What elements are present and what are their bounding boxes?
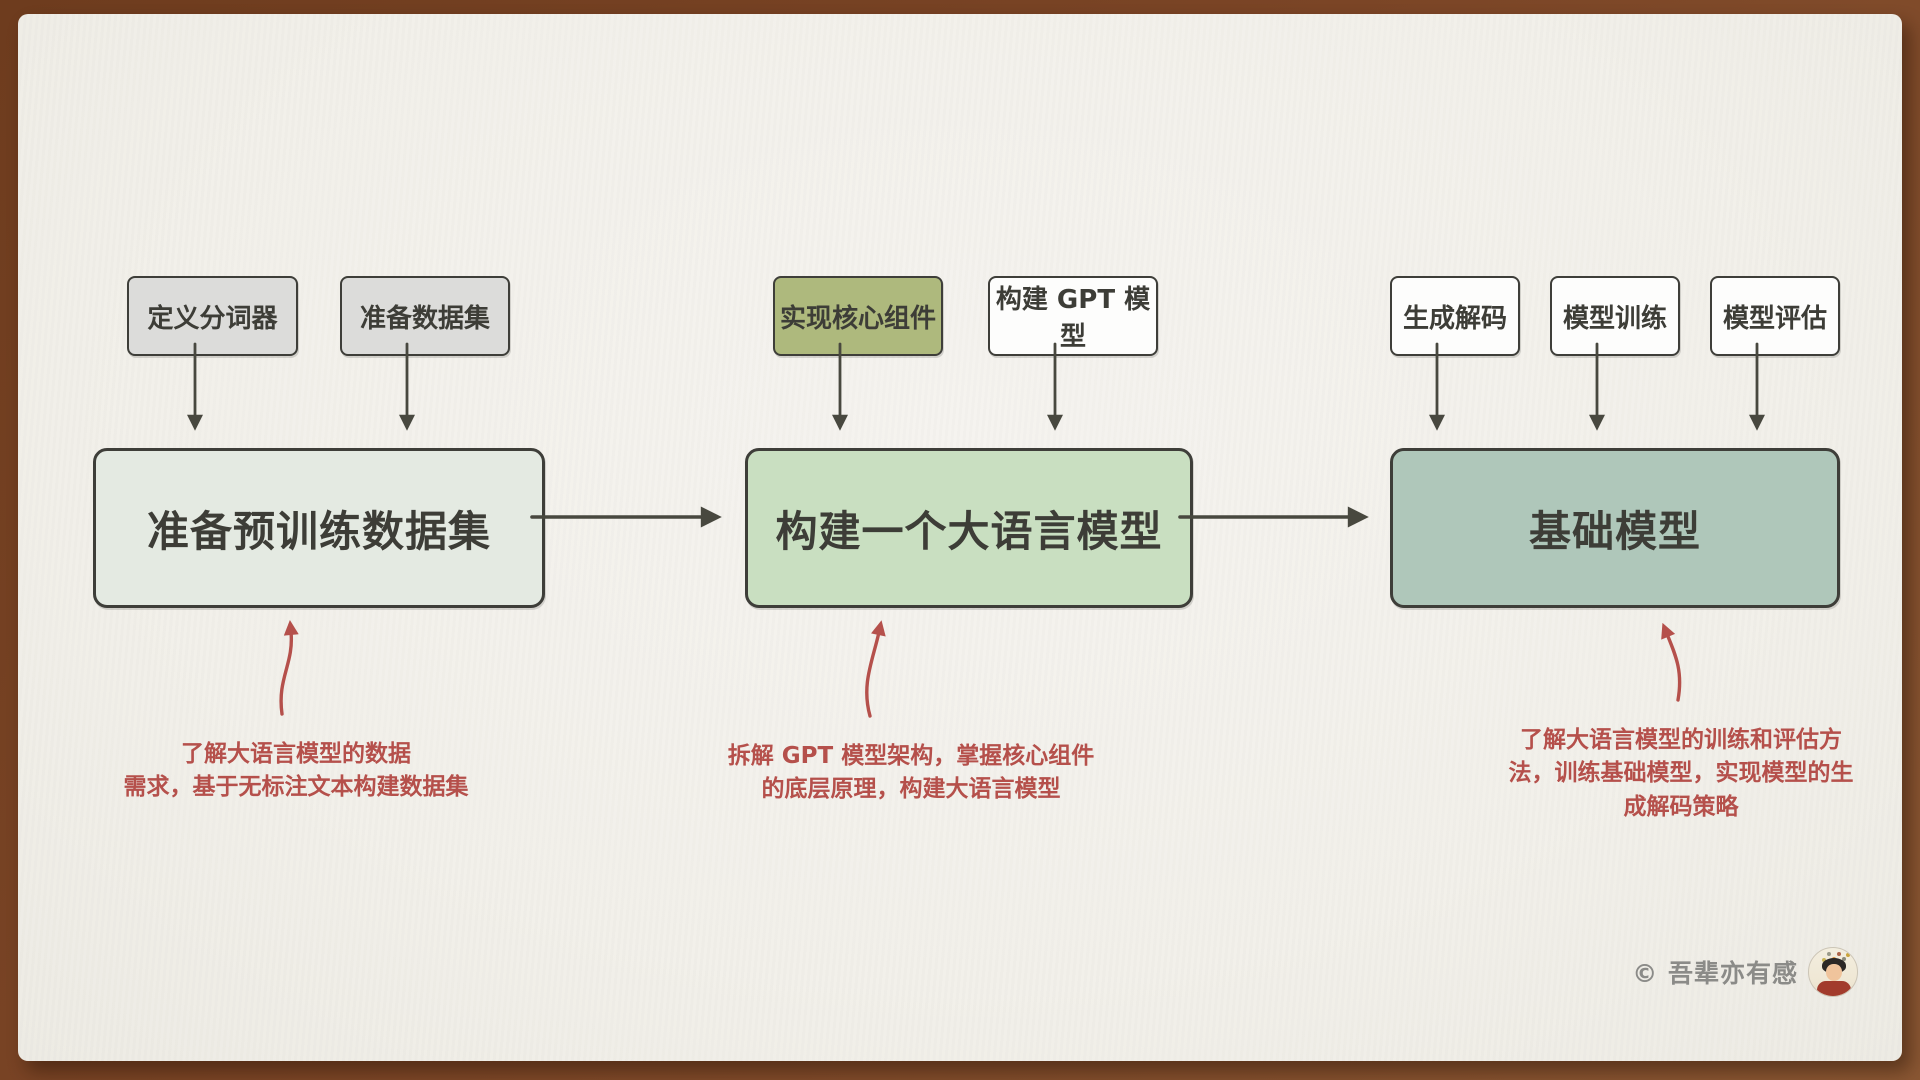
note-line: 成解码策略: [1623, 793, 1739, 820]
note-line: 拆解 GPT 模型架构，掌握核心组件: [727, 743, 1095, 769]
input-box-model-training: 模型训练: [1550, 276, 1680, 356]
note-line: 了解大语言模型的训练和评估方: [1520, 727, 1842, 753]
input-box-prepare-dataset: 准备数据集: [340, 276, 510, 356]
input-box-model-evaluation: 模型评估: [1710, 276, 1840, 356]
copyright-text: © 吾辈亦有感: [1632, 959, 1798, 988]
input-box-label: 构建 GPT 模型: [995, 285, 1151, 352]
note-stage3: 了解大语言模型的训练和评估方 法，训练基础模型，实现模型的生 成解码策略: [1451, 724, 1911, 824]
main-box-foundation-model: 基础模型: [1390, 448, 1840, 608]
note-line: 法，训练基础模型，实现模型的生: [1508, 760, 1854, 787]
note-stage1: 了解大语言模型的数据 需求，基于无标注文本构建数据集: [66, 738, 526, 805]
main-box-label: 构建一个大语言模型: [775, 506, 1163, 556]
main-box-pretraining-dataset: 准备预训练数据集: [93, 448, 545, 608]
paper-canvas: 定义分词器 准备数据集 实现核心组件 构建 GPT 模型 生成解码 模型训练 模…: [18, 14, 1902, 1061]
input-box-generate-decode: 生成解码: [1390, 276, 1520, 356]
input-box-core-components: 实现核心组件: [773, 276, 943, 356]
note-line: 需求，基于无标注文本构建数据集: [123, 774, 469, 801]
main-box-label: 基础模型: [1528, 506, 1701, 556]
input-box-label: 生成解码: [1402, 303, 1507, 334]
avatar-body: [1817, 981, 1851, 996]
input-box-build-gpt: 构建 GPT 模型: [988, 276, 1158, 356]
input-box-label: 模型评估: [1722, 303, 1827, 334]
avatar-face: [1826, 964, 1842, 981]
input-box-label: 准备数据集: [359, 303, 490, 334]
input-box-define-tokenizer: 定义分词器: [127, 276, 298, 356]
note-line: 了解大语言模型的数据: [181, 741, 411, 767]
footer: © 吾辈亦有感: [1618, 944, 1858, 1000]
input-box-label: 模型训练: [1562, 303, 1667, 334]
note-line: 的底层原理，构建大语言模型: [761, 776, 1061, 803]
input-box-label: 实现核心组件: [779, 303, 936, 334]
author-avatar-icon: [1808, 947, 1858, 997]
main-box-label: 准备预训练数据集: [146, 506, 491, 556]
note-stage2: 拆解 GPT 模型架构，掌握核心组件 的底层原理，构建大语言模型: [681, 740, 1141, 807]
input-box-label: 定义分词器: [147, 303, 278, 334]
main-box-build-llm: 构建一个大语言模型: [745, 448, 1193, 608]
